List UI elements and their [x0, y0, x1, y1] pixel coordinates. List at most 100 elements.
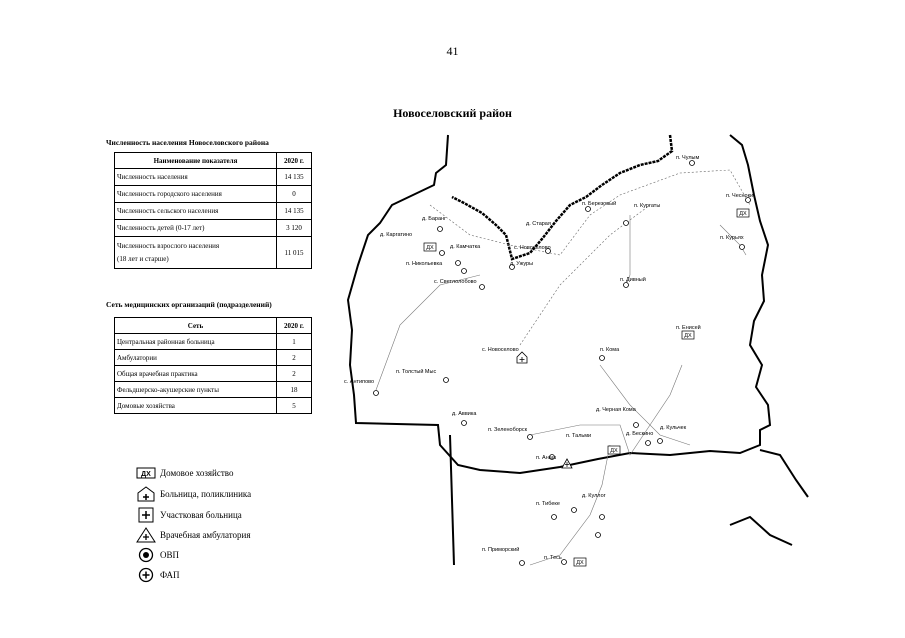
column-header: Сеть [114, 317, 277, 334]
fap-icon [633, 422, 639, 428]
column-header: 2020 г. [276, 152, 312, 169]
ovp-circle-icon [136, 547, 156, 563]
row-value: 11 015 [276, 236, 312, 269]
row-value: 14 135 [276, 168, 312, 186]
row-label-line2: (18 лет и старше) [117, 255, 169, 263]
ambulatory-triangle-icon [561, 458, 573, 469]
place-label: д. Черная Кома [596, 407, 637, 413]
legend-item-local-hospital: Участковая больница [136, 507, 242, 523]
boundary-branch [449, 434, 455, 566]
place-label: с. Антипово [344, 379, 374, 385]
ambulatory-triangle-icon [136, 527, 156, 543]
row-value: 5 [276, 397, 312, 414]
fap-icon [461, 420, 467, 426]
svg-text:ДХ: ДХ [739, 211, 747, 217]
row-label: Численность населения [114, 168, 277, 186]
dx-box-icon: ДХ [681, 330, 695, 340]
place-label: д. Аввика [452, 411, 477, 417]
district-map: ДХ ДХ ДХ ДХ ДХ п. Чулым п. Чесноки п. Ку… [344, 134, 809, 567]
dx-abbr: ДХ [141, 471, 151, 478]
fap-icon [623, 220, 629, 226]
fap-markers [373, 160, 751, 566]
table-row: Численность сельского населения 14 135 [114, 202, 312, 220]
legend-label: Участковая больница [160, 510, 242, 520]
fap-icon [549, 454, 555, 460]
legend-label: Больница, поликлиника [160, 489, 252, 499]
fap-icon [437, 226, 443, 232]
road [625, 215, 631, 286]
svg-text:ДХ: ДХ [684, 333, 692, 339]
legend-label: ОВП [160, 550, 180, 560]
place-label: д. Ужуры [510, 261, 533, 267]
road [599, 364, 691, 446]
fap-icon [551, 514, 557, 520]
road [429, 169, 751, 256]
district-boundary [346, 134, 772, 475]
page-number: 41 [446, 44, 459, 58]
row-value: 2 [276, 365, 312, 382]
table-row: Центральная районная больница 1 [114, 333, 312, 350]
legend-item-ovp: ОВП [136, 547, 179, 563]
svg-text:ДХ: ДХ [576, 560, 584, 566]
fap-icon [595, 532, 601, 538]
place-label: п. Тесь [544, 555, 562, 561]
place-label: п. Чулым [676, 155, 699, 161]
legend-item-dx: ДХ Домовое хозяйство [136, 465, 234, 481]
row-value: 2 [276, 349, 312, 366]
row-label: Общая врачебная практика [114, 365, 277, 382]
row-label: Численность сельского населения [114, 202, 277, 220]
place-label: п. Анаш [536, 455, 557, 461]
fap-icon [461, 268, 467, 274]
place-label: п. Приморский [482, 546, 519, 553]
boundary-branch [759, 449, 809, 498]
place-label: д. Камчатка [450, 244, 481, 250]
fap-icon [509, 264, 515, 270]
place-label: с. Светлолобово [434, 279, 477, 285]
place-label: п. Енисей [676, 324, 701, 331]
road [375, 274, 481, 391]
road [519, 204, 651, 346]
fap-icon [527, 434, 533, 440]
table-row: Численность городского населения 0 [114, 185, 312, 203]
yenisei-river [451, 134, 674, 261]
fap-icon [373, 390, 379, 396]
svg-text:ДХ: ДХ [426, 245, 434, 251]
table-row: Численность взрослого населения (18 лет … [114, 236, 312, 269]
fap-icon [745, 197, 751, 203]
place-label: д. Старая [526, 221, 551, 227]
dx-box-icon: ДХ [736, 208, 750, 218]
table-header-row: Сеть 2020 г. [114, 317, 312, 334]
legend-label: ФАП [160, 570, 180, 580]
road [529, 364, 683, 456]
fap-icon [455, 260, 461, 266]
row-label: Домовые хозяйства [114, 397, 277, 414]
place-label: д. Баранг [422, 216, 446, 222]
fap-icon [645, 440, 651, 446]
row-label: Численность городского населения [114, 185, 277, 203]
fap-icon [739, 244, 745, 250]
fap-icon [599, 514, 605, 520]
local-hospital-icon [136, 507, 156, 523]
dx-box-icon: ДХ [573, 557, 587, 567]
population-table: Наименование показателя 2020 г. Численно… [114, 152, 312, 269]
table-row: Фельдшерско-акушерские пункты 18 [114, 381, 312, 398]
table-row: Численность населения 14 135 [114, 168, 312, 186]
place-label: д. Куллог [582, 493, 606, 499]
table-row: Амбулатории 2 [114, 349, 312, 366]
place-label: п. Зеленоборск [488, 427, 528, 433]
table-row: Общая врачебная практика 2 [114, 365, 312, 382]
legend-item-ambulatory: Врачебная амбулатория [136, 527, 251, 543]
population-heading: Численность населения Новоселовского рай… [106, 138, 269, 147]
place-label: п. Дивный [620, 276, 646, 283]
fap-icon [439, 250, 445, 256]
row-label: Фельдшерско-акушерские пункты [114, 381, 277, 398]
legend-item-hospital: Больница, поликлиника [136, 486, 251, 502]
table-row: Численность детей (0-17 лет) 3 120 [114, 219, 312, 237]
fap-icon [623, 282, 629, 288]
row-value: 1 [276, 333, 312, 350]
dx-box-icon: ДХ [423, 242, 437, 252]
place-label: п. Тибеке [536, 501, 560, 507]
legend-label: Домовое хозяйство [160, 468, 234, 478]
place-label: с. Новоселово [482, 347, 519, 353]
place-label: п. Тальми [566, 433, 591, 439]
